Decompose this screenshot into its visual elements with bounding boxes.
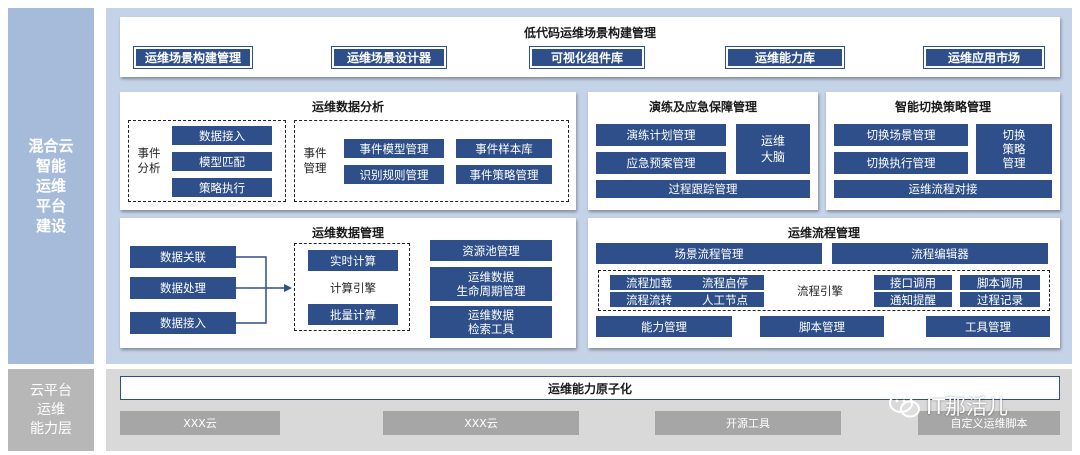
flow-transfer[interactable]: 流程流转 [610, 292, 688, 307]
switch-exec-mgmt[interactable]: 切换执行管理 [834, 152, 968, 174]
event-model-mgmt[interactable]: 事件模型管理 [344, 139, 444, 158]
data-processing[interactable]: 数据处理 [130, 277, 236, 299]
event-analysis-policy-exec[interactable]: 策略执行 [172, 178, 272, 197]
data-mgmt-panel: 运维数据管理 数据关联 数据处理 数据接入 实时计算 计算引擎 批量计算 资源池… [120, 218, 576, 348]
event-analysis-label: 事件 分析 [137, 146, 161, 175]
realtime-compute[interactable]: 实时计算 [308, 250, 398, 271]
flow-mgmt-panel: 运维流程管理 场景流程管理 流程编辑器 流程加载 流程启停 流程流转 人工节点 … [588, 218, 1060, 348]
compute-engine-group [294, 243, 410, 331]
flow-start-stop[interactable]: 流程启停 [686, 275, 764, 290]
event-sample-lib[interactable]: 事件样本库 [456, 139, 552, 158]
rule-mgmt[interactable]: 识别规则管理 [344, 165, 444, 184]
resource-pool-mgmt[interactable]: 资源池管理 [430, 240, 552, 261]
drill-title: 演练及应急保障管理 [648, 100, 757, 114]
data-analysis-title: 运维数据分析 [311, 100, 384, 114]
drill-panel: 演练及应急保障管理 演练计划管理 应急预案管理 运维 大脑 过程跟踪管理 [588, 92, 818, 210]
event-analysis-data-input[interactable]: 数据接入 [172, 126, 272, 145]
cloud-box-1[interactable]: XXX云 [120, 411, 280, 435]
notify-reminder[interactable]: 通知提醒 [874, 292, 952, 307]
ops-flow-docking[interactable]: 运维流程对接 [834, 180, 1052, 198]
wechat-icon [889, 393, 920, 418]
cloud-box-2[interactable]: XXX云 [383, 411, 579, 435]
flow-engine-group [598, 270, 1050, 311]
data-ingestion[interactable]: 数据接入 [130, 312, 236, 334]
compute-engine-label: 计算引擎 [330, 281, 376, 295]
flow-load[interactable]: 流程加载 [610, 275, 688, 290]
switch-scene-mgmt[interactable]: 切换场景管理 [834, 124, 968, 146]
process-record[interactable]: 过程记录 [960, 292, 1040, 307]
ops-brain[interactable]: 运维 大脑 [736, 124, 810, 174]
watermark-text: IT那活儿 [926, 395, 1009, 419]
flow-engine-label: 流程引擎 [797, 284, 843, 298]
lowcode-btn-scene-designer[interactable]: 运维场景设计器 [331, 46, 447, 69]
data-association[interactable]: 数据关联 [130, 246, 236, 268]
process-tracking-mgmt[interactable]: 过程跟踪管理 [596, 180, 810, 198]
lowcode-title: 低代码运维场景构建管理 [523, 26, 656, 40]
flow-mgmt-title: 运维流程管理 [787, 226, 860, 240]
lowcode-btn-visual-components[interactable]: 可视化组件库 [529, 46, 645, 69]
tool-mgmt[interactable]: 工具管理 [926, 316, 1050, 337]
data-mgmt-title: 运维数据管理 [311, 226, 384, 240]
capability-mgmt[interactable]: 能力管理 [596, 316, 732, 337]
custom-scripts[interactable]: 自定义运维脚本 [918, 411, 1060, 435]
scene-flow-mgmt[interactable]: 场景流程管理 [596, 243, 822, 264]
script-call[interactable]: 脚本调用 [960, 275, 1040, 290]
data-lifecycle-mgmt[interactable]: 运维数据 生命周期管理 [430, 267, 552, 301]
batch-compute[interactable]: 批量计算 [308, 304, 398, 325]
api-call[interactable]: 接口调用 [874, 275, 952, 290]
lowcode-btn-app-market[interactable]: 运维应用市场 [923, 46, 1045, 69]
flow-editor[interactable]: 流程编辑器 [832, 243, 1048, 264]
platform-sidebar-label: 混合云 智能 运维 平台 建设 [8, 8, 94, 364]
lowcode-btn-capability-lib[interactable]: 运维能力库 [725, 46, 845, 69]
data-search-tool[interactable]: 运维数据 检索工具 [430, 306, 552, 338]
event-policy-mgmt[interactable]: 事件策略管理 [456, 165, 552, 184]
atomic-capability-label: 运维能力原子化 [547, 381, 632, 396]
manual-node[interactable]: 人工节点 [686, 292, 764, 307]
event-mgmt-group [294, 120, 569, 202]
switch-panel: 智能切换策略管理 切换场景管理 切换执行管理 切换 策略 管理 运维流程对接 [826, 92, 1060, 210]
emergency-plan-mgmt[interactable]: 应急预案管理 [596, 152, 726, 174]
data-analysis-panel: 运维数据分析 事件 分析 数据接入 模型匹配 策略执行 事件 管理 事件模型管理… [120, 92, 576, 210]
event-analysis-model-match[interactable]: 模型匹配 [172, 152, 272, 171]
capability-sidebar-label: 云平台 运维 能力层 [8, 369, 94, 451]
event-analysis-group [128, 120, 286, 202]
watermark: IT那活儿 [888, 388, 1048, 424]
drill-plan-mgmt[interactable]: 演练计划管理 [596, 124, 726, 146]
switch-policy-mgmt[interactable]: 切换 策略 管理 [976, 124, 1052, 174]
atomic-capability-bar: 运维能力原子化 [120, 376, 1060, 400]
lowcode-panel: 低代码运维场景构建管理 运维场景构建管理 运维场景设计器 可视化组件库 运维能力… [120, 17, 1060, 77]
event-mgmt-label: 事件 管理 [303, 146, 327, 175]
open-source-tools[interactable]: 开源工具 [655, 411, 841, 435]
lowcode-btn-scene-build[interactable]: 运维场景构建管理 [133, 46, 253, 69]
connector-lines [236, 256, 292, 324]
switch-title: 智能切换策略管理 [894, 100, 991, 114]
script-mgmt[interactable]: 脚本管理 [760, 316, 884, 337]
